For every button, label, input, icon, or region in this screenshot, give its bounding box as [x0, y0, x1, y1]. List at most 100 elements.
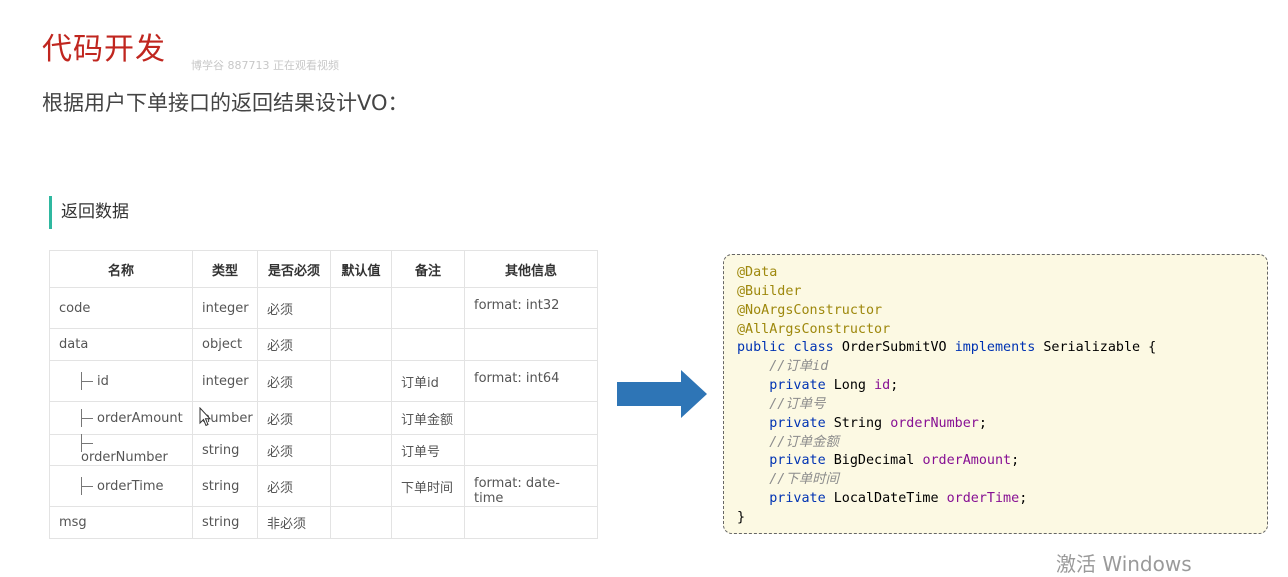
column-header: 类型	[192, 250, 258, 288]
tree-node: id	[81, 372, 109, 390]
field-required-cell: 必须	[257, 360, 331, 402]
table-header-row: 名称 类型 是否必须 默认值 备注 其他信息	[49, 250, 598, 288]
field-type-cell: string	[192, 465, 258, 507]
field-type: String	[833, 415, 883, 431]
field-info-cell	[464, 434, 598, 466]
field-note-cell	[391, 506, 465, 539]
keyword: public	[737, 340, 786, 356]
code-line: public class OrderSubmitVO implements Se…	[737, 339, 1267, 358]
field-type-cell: string	[192, 434, 258, 466]
field-type-cell: integer	[192, 287, 258, 329]
field-name: id	[874, 378, 891, 394]
field-name-label: orderAmount	[97, 410, 183, 426]
code-line: @Builder	[737, 283, 1267, 302]
keyword: private	[769, 378, 826, 394]
keyword: private	[769, 491, 826, 507]
field-name-cell: orderNumber	[49, 433, 193, 466]
keyword: class	[793, 340, 834, 356]
annotation: @Data	[737, 265, 778, 280]
code-line: //订单id	[737, 358, 1267, 377]
field-name-cell: orderTime	[49, 465, 193, 507]
field-name: orderTime	[946, 491, 1020, 507]
field-type: LocalDateTime	[833, 491, 939, 507]
field-type: BigDecimal	[833, 453, 915, 469]
code-line: }	[737, 509, 1267, 528]
column-header: 其他信息	[464, 250, 598, 288]
field-required-cell: 非必须	[257, 506, 331, 539]
section-header-return-data: 返回数据	[49, 196, 129, 229]
field-name: orderNumber	[890, 415, 979, 431]
tree-node: orderAmount	[81, 409, 183, 427]
field-info-cell: format: int64	[464, 360, 598, 402]
code-line: private LocalDateTime orderTime;	[769, 491, 1028, 507]
page-subtitle: 根据用户下单接口的返回结果设计VO：	[42, 91, 409, 115]
annotation: @NoArgsConstructor	[737, 302, 883, 318]
field-required-cell: 必须	[257, 465, 331, 507]
keyword: private	[769, 453, 826, 469]
field-info-cell	[464, 328, 598, 361]
field-name-label: id	[97, 373, 109, 389]
field-required-cell: 必须	[257, 434, 331, 466]
annotation: @AllArgsConstructor	[737, 321, 891, 337]
tree-branch-icon	[81, 409, 95, 427]
field-default-cell	[330, 360, 392, 402]
field-note-cell	[391, 287, 465, 329]
field-note-cell	[391, 328, 465, 361]
field-default-cell	[330, 506, 392, 539]
code-block-ordersubmitvo: @Data @Builder @NoArgsConstructor @AllAr…	[723, 254, 1268, 534]
field-note-cell: 订单号	[391, 434, 465, 466]
field-name-cell: code	[49, 287, 193, 329]
code-comment: //订单号	[769, 396, 826, 412]
code-line: @Data	[737, 264, 1267, 283]
field-note-cell: 订单金额	[391, 401, 465, 435]
field-name-label: orderNumber	[81, 450, 168, 465]
field-default-cell	[330, 434, 392, 466]
code-line: //订单号	[737, 396, 1267, 415]
mouse-cursor-icon	[199, 407, 211, 427]
field-default-cell	[330, 465, 392, 507]
video-watermark: 博学谷 887713 正在观看视频	[191, 59, 339, 72]
code-line: private BigDecimal orderAmount;	[769, 453, 1020, 469]
field-default-cell	[330, 328, 392, 361]
code-comment: //订单金额	[769, 434, 839, 450]
tree-branch-icon	[81, 433, 95, 452]
interface-name: Serializable {	[1043, 340, 1157, 356]
field-name-cell: msg	[49, 506, 193, 539]
field-type: Long	[833, 378, 866, 394]
field-required-cell: 必须	[257, 401, 331, 435]
field-note-cell: 下单时间	[391, 465, 465, 507]
column-header: 备注	[391, 250, 465, 288]
field-name-cell: orderAmount	[49, 401, 193, 435]
code-line: //订单金额	[737, 434, 1267, 453]
field-type-cell: string	[192, 506, 258, 539]
annotation: @Builder	[737, 283, 802, 299]
code-comment: //订单id	[769, 359, 829, 375]
field-type-cell: integer	[192, 360, 258, 402]
keyword: implements	[954, 340, 1036, 356]
field-name-label: orderTime	[97, 478, 164, 494]
field-type-cell: object	[192, 328, 258, 361]
field-note-cell: 订单id	[391, 360, 465, 402]
column-header: 默认值	[330, 250, 392, 288]
field-info-cell	[464, 401, 598, 435]
field-required-cell: 必须	[257, 328, 331, 361]
code-line: //下单时间	[737, 471, 1267, 490]
right-arrow-icon	[617, 370, 707, 418]
tree-branch-icon	[81, 372, 95, 390]
closing-brace: }	[737, 509, 746, 525]
field-info-cell	[464, 506, 598, 539]
field-required-cell: 必须	[257, 287, 331, 329]
code-line: @NoArgsConstructor	[737, 302, 1267, 321]
code-line: private Long id;	[769, 378, 899, 394]
field-name-cell: data	[49, 328, 193, 361]
field-info-cell: format: int32	[464, 287, 598, 329]
